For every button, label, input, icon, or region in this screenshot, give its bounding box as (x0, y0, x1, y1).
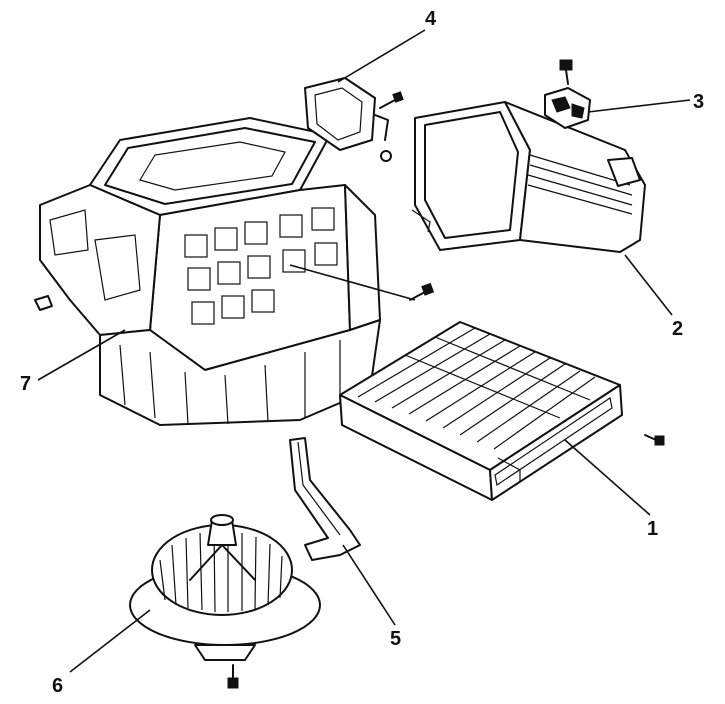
drain-hose-part-5 (289, 437, 361, 561)
leader-line-6 (69, 609, 151, 673)
screw-icon (409, 282, 435, 301)
leader-lines (37, 29, 691, 673)
callout-4: 4 (425, 8, 437, 30)
leader-line-5 (342, 544, 396, 626)
leader-line-2 (624, 254, 673, 316)
connector-part-3 (544, 59, 591, 129)
blower-fan-part-6 (129, 514, 321, 689)
leader-line-7b (289, 264, 416, 301)
callout-2: 2 (672, 318, 683, 340)
screw-icon (644, 434, 665, 446)
leader-line-4 (337, 29, 426, 83)
screw-icon (379, 91, 404, 109)
leader-line-1 (564, 439, 651, 516)
callout-labels: 1 2 3 4 5 6 7 (20, 8, 704, 697)
screw-icon (227, 664, 239, 689)
actuator-part-4 (304, 77, 404, 162)
leader-line-7 (37, 329, 126, 381)
air-filter-part-1 (339, 321, 665, 501)
blower-housing-part-7 (34, 117, 435, 426)
leader-line-3 (587, 99, 691, 113)
filter-case-part-2 (411, 101, 646, 253)
callout-3: 3 (693, 91, 704, 113)
callout-5: 5 (390, 628, 401, 650)
callout-7: 7 (20, 373, 31, 395)
callout-1: 1 (647, 518, 658, 540)
screw-icon (559, 59, 573, 85)
callout-6: 6 (52, 675, 63, 697)
